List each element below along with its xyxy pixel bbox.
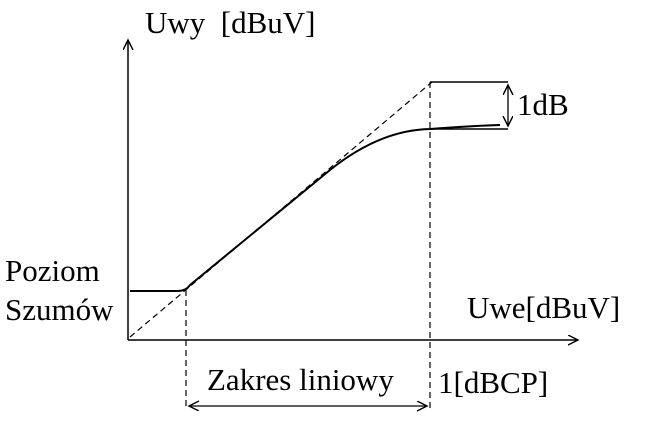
ideal-linear-dashed-line (129, 81, 433, 338)
linear-range-label: Zakres liniowy (207, 362, 394, 397)
x-axis-label: Uwe[dBuV] (467, 290, 620, 325)
amplifier-response-curve (130, 124, 501, 292)
noise-level-label-line2: Szumów (5, 292, 114, 327)
y-axis-label: Uwy [dBuV] (145, 5, 316, 40)
one-db-label: 1dB (517, 87, 569, 122)
noise-level-label-line1: Poziom (5, 253, 100, 288)
compression-point-label: 1[dBCP] (438, 365, 548, 400)
